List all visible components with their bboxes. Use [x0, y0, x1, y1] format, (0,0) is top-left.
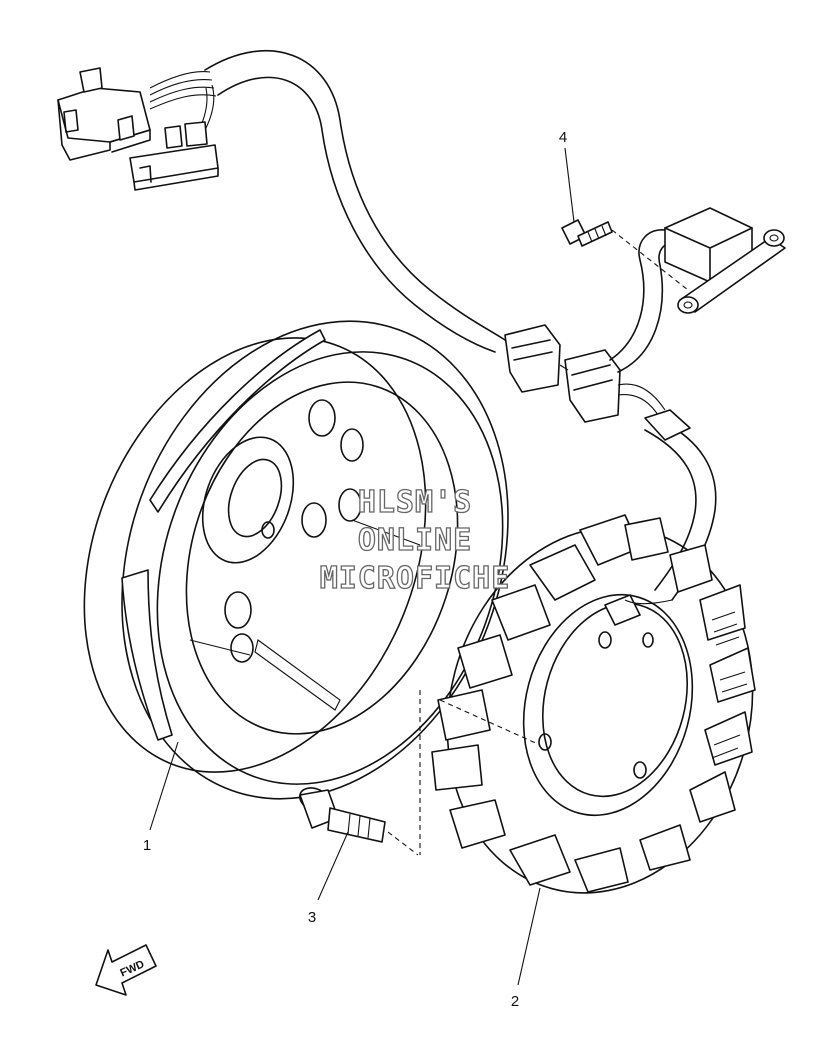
callout-number: 4: [559, 129, 567, 146]
coupler-large: [57, 67, 151, 161]
coupler-small: [129, 121, 219, 191]
bolt-3: [298, 787, 419, 856]
callout-number: 2: [511, 993, 519, 1010]
callout-4: 4: [559, 129, 575, 223]
watermark-line-1: HLSM'S: [358, 485, 472, 520]
callout-3: 3: [308, 831, 349, 926]
fwd-direction-arrow: FWD: [95, 944, 157, 996]
stator-assembly: [419, 514, 756, 894]
callout-number: 1: [143, 837, 151, 854]
watermark: HLSM'S ONLINE MICROFICHE: [319, 484, 511, 596]
bolt-4: [561, 219, 689, 291]
callout-2: 2: [511, 887, 541, 1010]
pickup-coil: [664, 207, 786, 314]
flywheel-rotor: [83, 320, 509, 800]
callout-1: 1: [143, 741, 179, 854]
wire-harness: [149, 49, 506, 353]
callout-number: 3: [308, 909, 316, 926]
inline-couplers: [504, 324, 666, 423]
watermark-line-3: MICROFICHE: [320, 561, 511, 596]
watermark-line-2: ONLINE: [358, 523, 472, 558]
